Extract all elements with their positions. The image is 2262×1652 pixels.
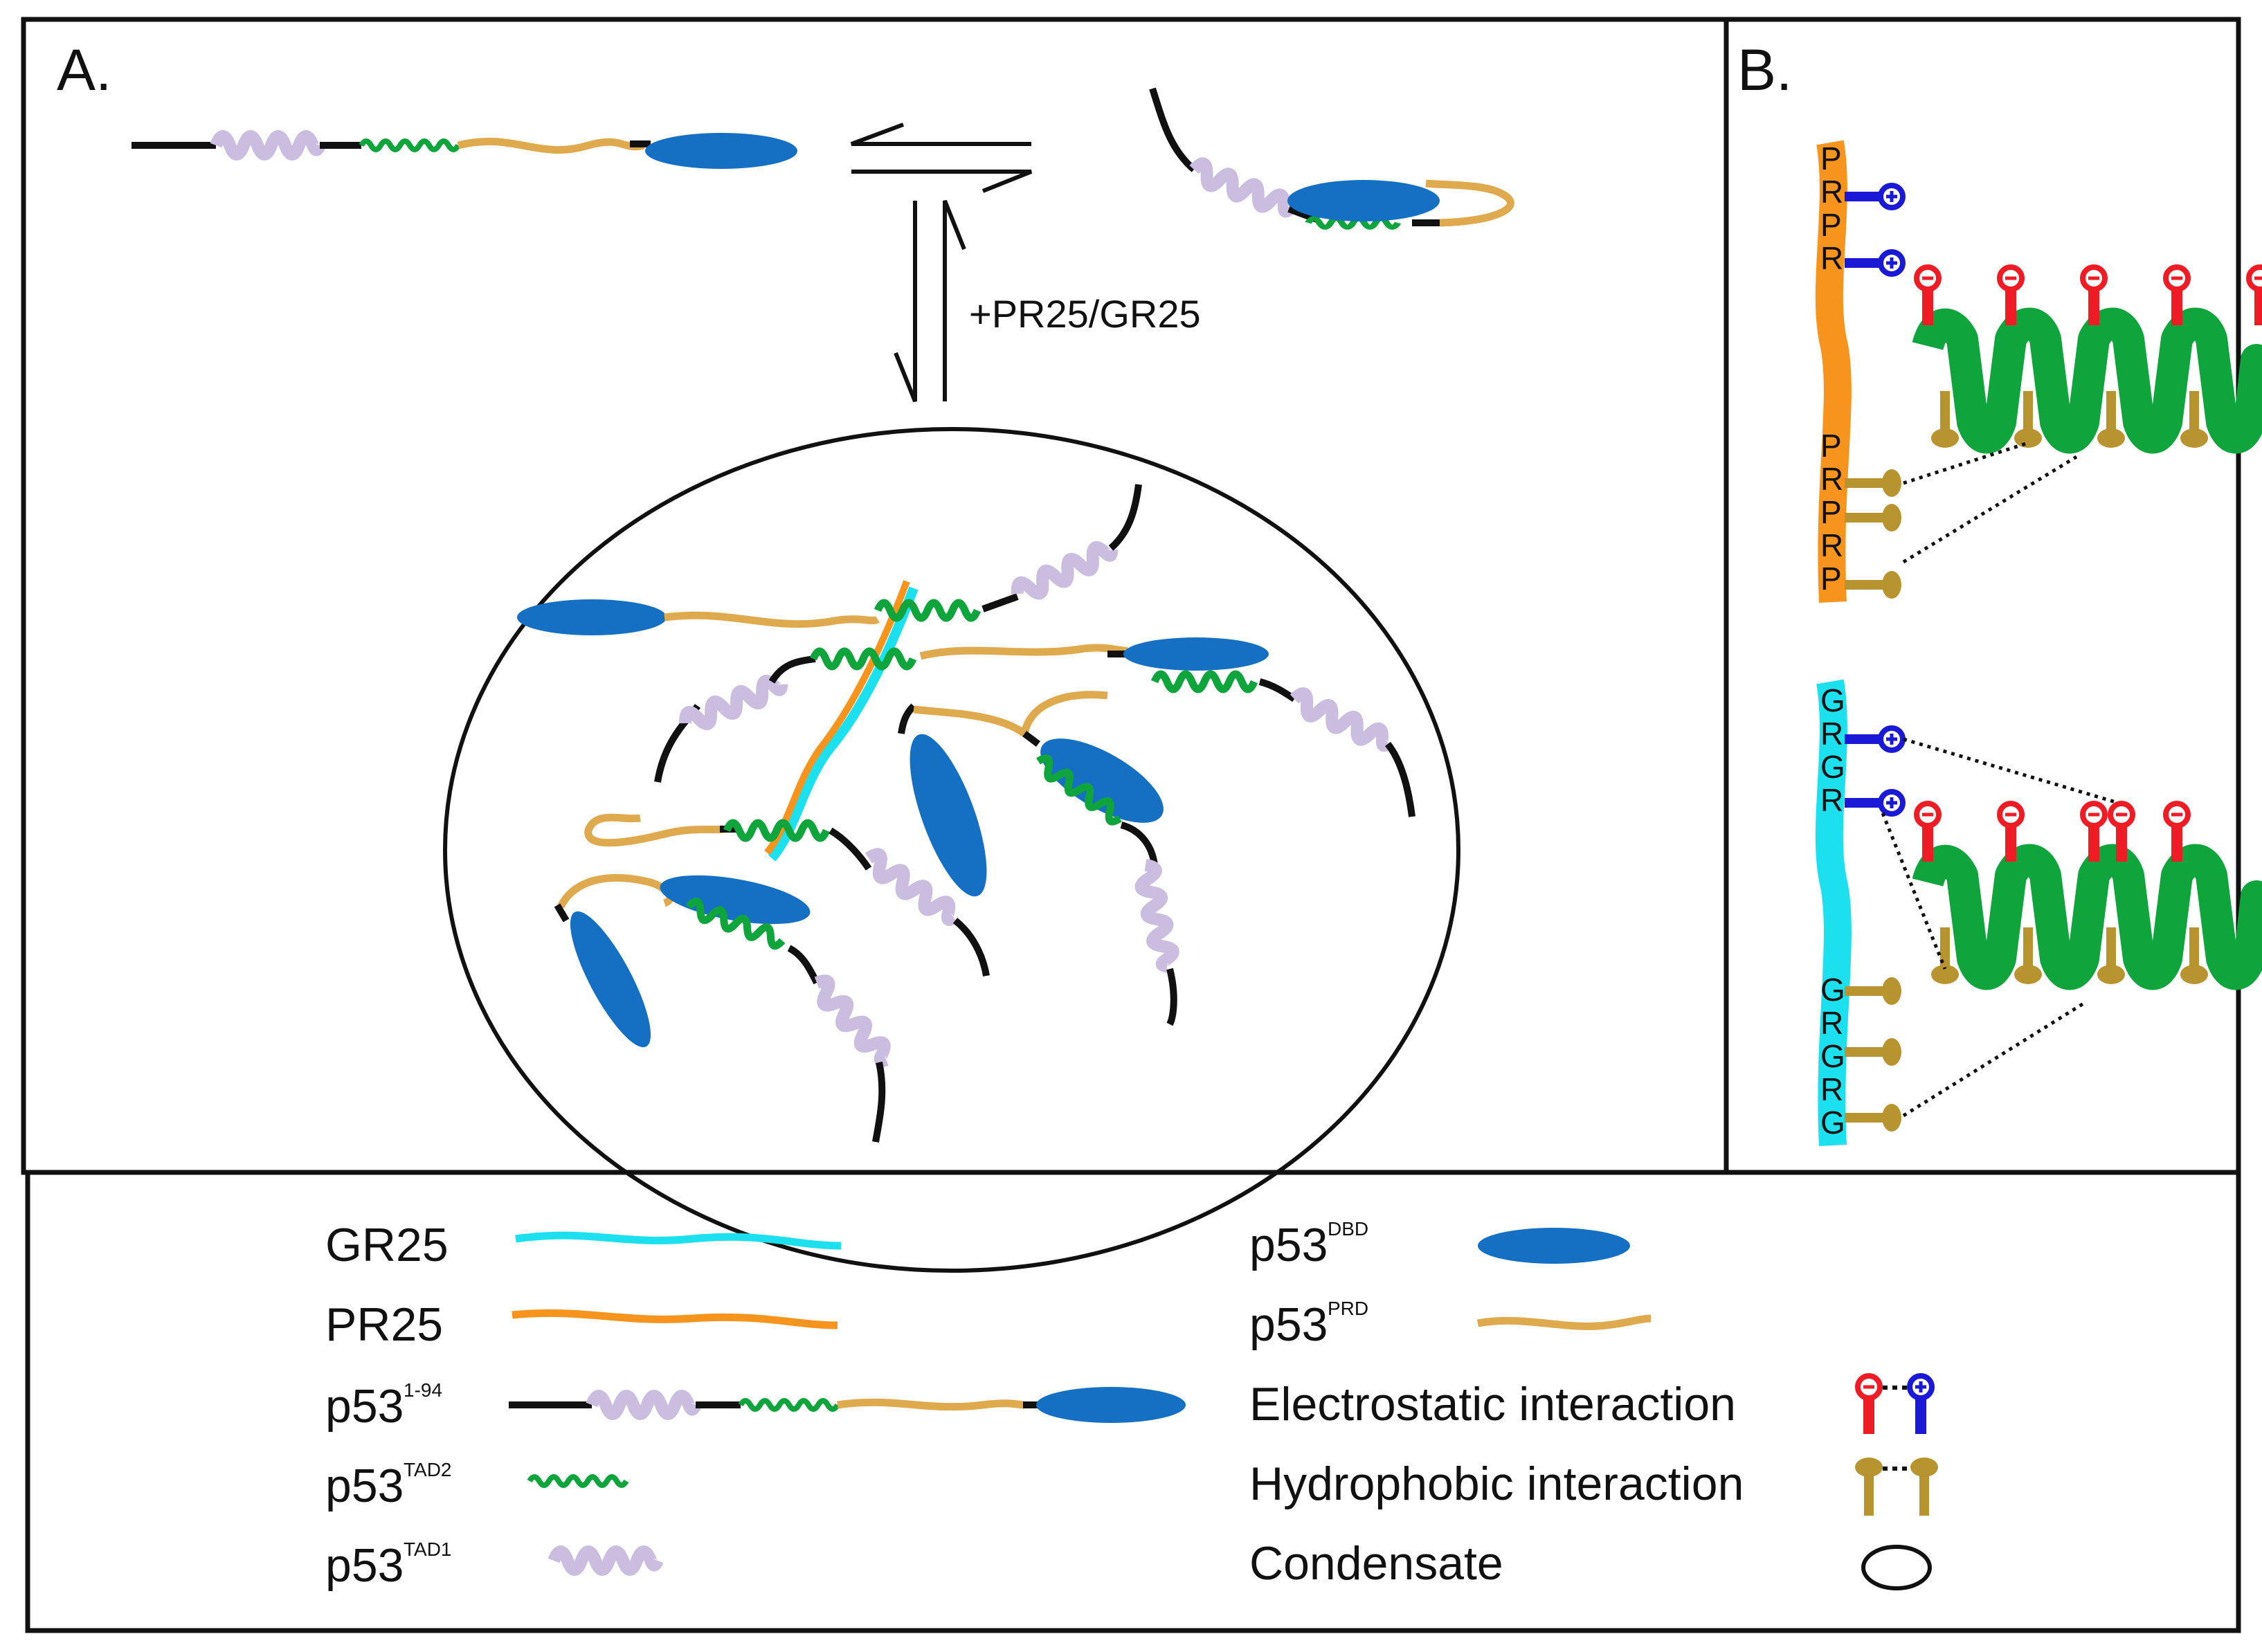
p53-dbd-domain (645, 133, 797, 169)
pr-res-2: R (1820, 174, 1843, 210)
gr-res-4: R (1820, 782, 1843, 818)
svg-text:TAD1: TAD1 (404, 1538, 452, 1560)
legend-prd-label: p53 PRD (1249, 1298, 1368, 1351)
svg-text:TAD2: TAD2 (404, 1459, 452, 1480)
gr-res-5: G (1820, 972, 1845, 1008)
gr25-peptide (768, 586, 919, 862)
pr-res-7: P (1820, 494, 1842, 530)
legend-prd-swatch (1477, 1314, 1652, 1330)
panel-frames (21, 17, 2241, 1633)
legend-dbd-label: p53 DBD (1249, 1218, 1368, 1271)
legend-gr25-swatch (515, 1231, 842, 1250)
svg-text:DBD: DBD (1328, 1218, 1368, 1240)
pr-res-5: P (1820, 428, 1842, 464)
panel-b-label: B. (1737, 37, 1792, 102)
equilibrium-arrows-vertical (894, 199, 966, 403)
legend-hydrophobic-label: Hydrophobic interaction (1249, 1458, 1744, 1510)
condensate-droplet (443, 427, 1460, 1273)
gr-res-1: G (1820, 682, 1845, 718)
gr-res-7: G (1820, 1038, 1845, 1074)
gr-res-9: G (1820, 1105, 1845, 1141)
svg-text:PRD: PRD (1328, 1298, 1368, 1319)
p53-folded-chain (1149, 87, 1514, 228)
pr-res-1: P (1820, 140, 1842, 176)
legend-hydrophobic-swatch (1855, 1458, 1938, 1516)
p53-dbd-domain (1287, 180, 1440, 221)
p53-extended-chain (132, 133, 797, 169)
pr-res-8: R (1820, 527, 1843, 563)
pr-peptide-model: P R P R P R P R P (1815, 140, 2262, 602)
legend-dbd-swatch (1478, 1228, 1630, 1264)
pr-res-4: R (1820, 240, 1843, 276)
tad1-coil-icon (216, 136, 320, 154)
gr-res-6: R (1820, 1005, 1843, 1041)
legend-electrostatic-swatch (1858, 1376, 1932, 1434)
gr-peptide-model: G R G R G R G R G (1815, 679, 2262, 1147)
legend-pr25-label: PR25 (325, 1298, 443, 1351)
gr-res-3: G (1820, 749, 1845, 785)
legend-condensate-label: Condensate (1249, 1537, 1503, 1590)
gr-res-2: R (1820, 716, 1843, 752)
panel-a-frame (21, 17, 1729, 1175)
reagent-label: +PR25/GR25 (969, 292, 1201, 336)
panel-a-label: A. (57, 37, 111, 102)
pr25-peptide (764, 580, 910, 855)
pr-res-3: P (1820, 207, 1842, 243)
tad2-coil-icon (361, 141, 458, 149)
legend-electrostatic-label: Electrostatic interaction (1249, 1378, 1736, 1431)
equilibrium-arrows-horizontal (850, 122, 1033, 193)
svg-text:p53: p53 (325, 1460, 404, 1512)
legend-condensate-swatch (1861, 1545, 1932, 1590)
legend-gr25-label: GR25 (325, 1219, 449, 1271)
legend-pr25-swatch (512, 1309, 838, 1329)
legend-frame (25, 1170, 2241, 1633)
condensate-contents (517, 484, 1415, 1143)
svg-text:1-94: 1-94 (404, 1379, 442, 1401)
legend-p53-full-label: p53 1-94 (325, 1379, 442, 1433)
legend-tad2-swatch (530, 1477, 626, 1485)
svg-text:p53: p53 (325, 1380, 404, 1433)
svg-text:p53: p53 (1249, 1219, 1328, 1271)
legend-p53-full-swatch (509, 1387, 1186, 1423)
pr-res-9: P (1820, 561, 1842, 597)
gr-res-8: R (1820, 1071, 1843, 1107)
legend: GR25 PR25 p53 1-94 p53 TAD2 p53 TAD1 (325, 1218, 1938, 1592)
panel-b-frame (1723, 17, 2241, 1175)
legend-tad1-swatch (554, 1552, 658, 1570)
svg-text:p53: p53 (1249, 1298, 1328, 1351)
pr-res-6: R (1820, 461, 1843, 497)
legend-tad2-label: p53 TAD2 (325, 1459, 452, 1512)
legend-tad1-label: p53 TAD1 (325, 1538, 452, 1592)
svg-text:p53: p53 (325, 1539, 404, 1592)
